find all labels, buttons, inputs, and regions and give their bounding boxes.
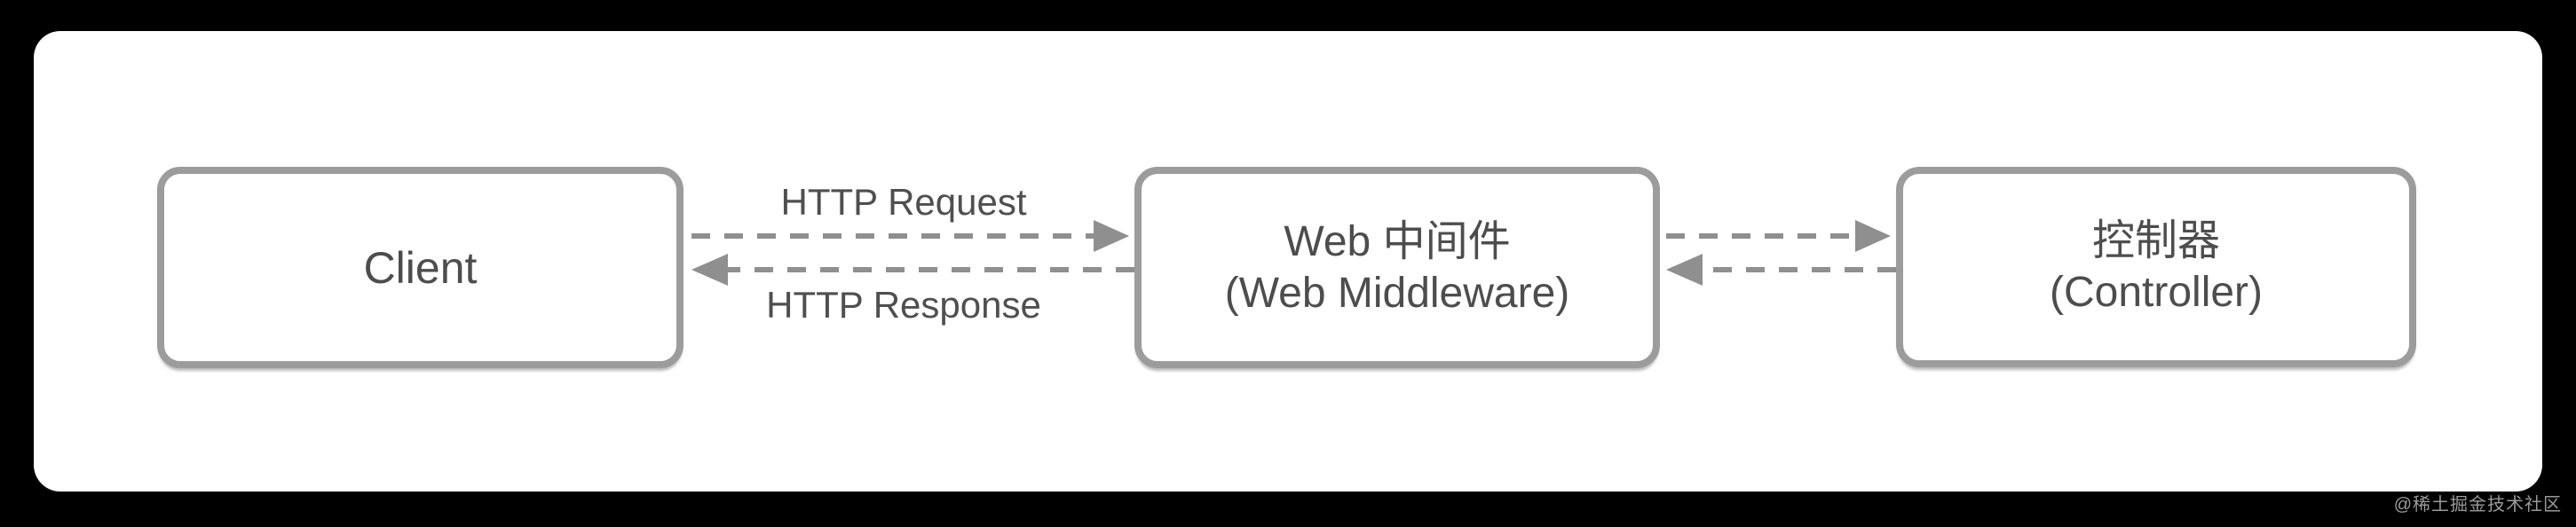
- node-controller: 控制器 (Controller): [1896, 167, 2416, 367]
- node-client: Client: [157, 167, 684, 368]
- edge-label-http-request: HTTP Request: [780, 181, 1027, 223]
- node-controller-label-cn: 控制器: [2091, 217, 2220, 264]
- node-client-label: Client: [363, 242, 478, 293]
- edge-label-http-response: HTTP Response: [766, 284, 1041, 326]
- node-web-middleware-label-en: (Web Middleware): [1224, 269, 1570, 317]
- node-web-middleware-label-cn: Web 中间件: [1284, 217, 1511, 265]
- node-controller-label-en: (Controller): [2049, 269, 2264, 316]
- watermark-juejin: @稀土掘金技术社区: [2393, 495, 2562, 515]
- node-web-middleware: Web 中间件 (Web Middleware): [1134, 167, 1660, 368]
